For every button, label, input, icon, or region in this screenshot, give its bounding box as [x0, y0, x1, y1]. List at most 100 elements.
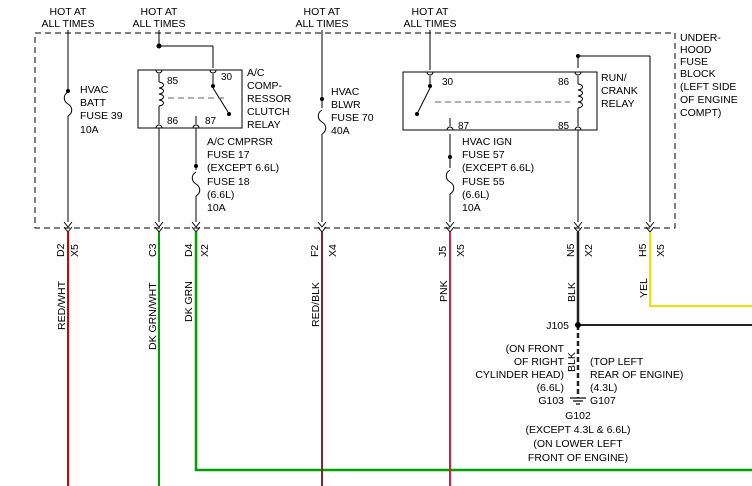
f57-l0: HVAC IGN	[462, 136, 512, 148]
gb-l2: (ON LOWER LEFT	[533, 438, 623, 450]
gl-l4: G103	[538, 395, 564, 407]
wire-label-dkgrn-wht: DK GRN/WHT	[147, 282, 159, 350]
f39-l1: BATT	[80, 97, 107, 109]
fuse-hvac-batt-label: HVAC BATT FUSE 39 10A	[80, 84, 123, 136]
gl-l0: (ON FRONT	[506, 343, 565, 355]
gb-l1: (EXCEPT 4.3L & 6.6L)	[525, 424, 630, 436]
ac-relay-pin87: 87	[205, 116, 217, 127]
conn-d2-x: X5	[69, 244, 81, 257]
f17-l5: 10A	[207, 202, 226, 214]
hot1-line2: ALL TIMES	[41, 18, 94, 30]
rr-l0: RUN/	[601, 72, 627, 84]
hot4-line2: ALL TIMES	[403, 18, 456, 30]
rr-l1: CRANK	[601, 85, 638, 97]
conn-f2-pin: F2	[309, 245, 321, 257]
connector-labels: D2 X5 C3 D4 X2 F2 X4 J5 X5 N5 X2 H5 X5	[55, 243, 667, 257]
fb-l2: FUSE	[680, 56, 708, 68]
conn-c3-pin: C3	[147, 243, 159, 257]
ground-right-desc: (TOP LEFT REAR OF ENGINE) (4.3L) G107	[590, 356, 683, 407]
fb-l3: BLOCK	[680, 68, 716, 80]
gr-l3: G107	[590, 395, 616, 407]
acr-l0: A/C	[247, 67, 265, 79]
fuse-hvac-ign	[445, 134, 455, 222]
acr-l1: COMP-	[247, 80, 283, 92]
acr-l3: CLUTCH	[247, 106, 290, 118]
ac-relay-pin85: 85	[167, 76, 179, 87]
header-hot-1: HOT AT ALL TIMES	[41, 6, 94, 30]
conn-j5-pin: J5	[437, 246, 449, 257]
fuse-hvac-blwr	[317, 109, 327, 222]
fuse17-dot	[194, 164, 198, 168]
f70-l1: BLWR	[331, 99, 361, 111]
fb-l0: UNDER-	[680, 32, 721, 44]
header-hot-4: HOT AT ALL TIMES	[403, 6, 456, 30]
hot2-line2: ALL TIMES	[132, 18, 185, 30]
run-relay-feed-dot	[576, 54, 580, 58]
f17-l3: FUSE 18	[207, 176, 250, 188]
wire-label-pnk: PNK	[438, 280, 450, 302]
f70-l3: 40A	[331, 125, 350, 137]
run-relay-pin85: 85	[558, 121, 570, 132]
ground-left-desc: (ON FRONT OF RIGHT CYLINDER HEAD) (6.6L)…	[475, 343, 564, 407]
f57-l4: (6.6L)	[462, 189, 489, 201]
hot1-line1: HOT AT	[50, 6, 88, 18]
fuse39-dot	[66, 89, 70, 93]
fb-l1: HOOD	[680, 44, 712, 56]
conn-f2-x: X4	[327, 244, 339, 257]
gb-l3: FRONT OF ENGINE)	[528, 452, 628, 464]
header-hot-2: HOT AT ALL TIMES	[132, 6, 185, 30]
wires	[67, 232, 752, 486]
wire-label-blk: BLK	[566, 282, 578, 302]
ground-bottom-desc: G102 (EXCEPT 4.3L & 6.6L) (ON LOWER LEFT…	[525, 410, 630, 464]
ground-symbol-icon	[570, 397, 586, 405]
conn-h5-pin: H5	[637, 243, 649, 257]
wire-label-dkgrn: DK GRN	[183, 281, 195, 322]
fuse57-dot	[448, 155, 452, 159]
ac-relay-pin30: 30	[221, 72, 233, 83]
f17-l0: A/C CMPRSR	[207, 136, 273, 148]
hot2-line1: HOT AT	[141, 6, 179, 18]
ac-relay	[137, 43, 243, 222]
f17-l1: FUSE 17	[207, 149, 250, 161]
fuse-hvac-batt	[63, 91, 73, 222]
fuse-block-label: UNDER- HOOD FUSE BLOCK (LEFT SIDE OF ENG…	[680, 32, 738, 119]
f39-l3: 10A	[80, 124, 99, 136]
f39-l2: FUSE 39	[80, 110, 123, 122]
conn-d4-x: X2	[199, 244, 211, 257]
fuse-ac-cmprsr-label: A/C CMPRSR FUSE 17 (EXCEPT 6.6L) FUSE 18…	[207, 136, 279, 214]
conn-j5-x: X5	[455, 244, 467, 257]
gr-l1: REAR OF ENGINE)	[590, 369, 683, 381]
wire-label-red-blk: RED/BLK	[310, 282, 322, 327]
hot3-line1: HOT AT	[304, 6, 342, 18]
f57-l5: 10A	[462, 202, 481, 214]
f70-l0: HVAC	[331, 86, 360, 98]
wire-label-red-wht: RED/WHT	[56, 280, 68, 330]
fuse-block-outline	[34, 32, 676, 229]
splice-label: J105	[546, 320, 569, 332]
hot3-line2: ALL TIMES	[295, 18, 348, 30]
run-relay-pin30: 30	[442, 77, 454, 88]
fuse70-dot	[320, 97, 324, 101]
f70-l2: FUSE 70	[331, 112, 374, 124]
hot4-line1: HOT AT	[412, 6, 450, 18]
wire-labels: RED/WHT DK GRN/WHT DK GRN RED/BLK PNK BL…	[56, 278, 650, 372]
f57-l2: (EXCEPT 6.6L)	[462, 162, 534, 174]
fb-l5: OF ENGINE	[680, 94, 738, 106]
run-relay-label: RUN/ CRANK RELAY	[601, 72, 638, 110]
acr-l2: RESSOR	[247, 93, 292, 105]
conn-n5-pin: N5	[565, 243, 577, 257]
conn-d2-pin: D2	[55, 243, 67, 257]
run-relay-pin87: 87	[458, 121, 470, 132]
gl-l1: OF RIGHT	[514, 356, 565, 368]
gl-l3: (6.6L)	[537, 382, 564, 394]
run-crank-relay	[402, 55, 651, 222]
fb-l6: COMPT)	[680, 107, 721, 119]
acr-l4: RELAY	[247, 119, 281, 131]
fuse-ac-cmprsr	[191, 132, 201, 222]
gr-l0: (TOP LEFT	[590, 356, 644, 368]
rr-l2: RELAY	[601, 98, 635, 110]
wire-label-yel: YEL	[638, 278, 650, 298]
ac-relay-pin86: 86	[167, 116, 179, 127]
conn-h5-x: X5	[655, 244, 667, 257]
